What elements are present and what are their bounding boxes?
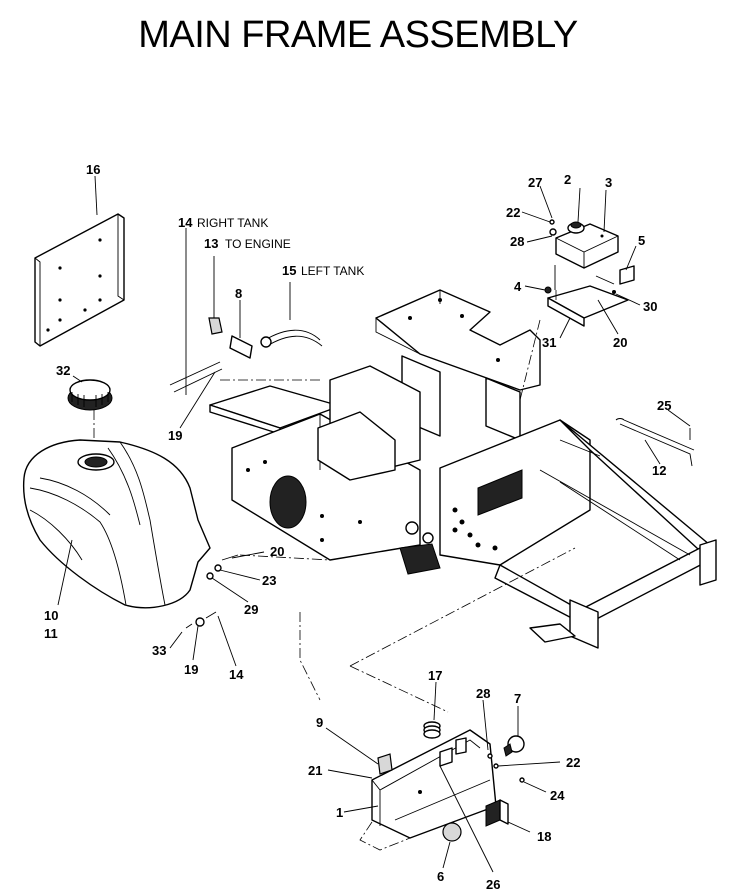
note-left-tank: LEFT TANK [301, 264, 364, 278]
callout-16: 16 [86, 162, 100, 177]
callout-2: 2 [564, 172, 571, 187]
callout-11: 11 [44, 626, 58, 641]
callout-29: 29 [244, 602, 258, 617]
fuel-cap-part-32 [67, 379, 113, 411]
switch-part-18 [485, 799, 509, 827]
callout-25: 25 [657, 398, 671, 413]
note-right-tank: RIGHT TANK [197, 216, 268, 230]
callout-14-bottom: 14 [229, 667, 244, 682]
callout-30: 30 [643, 299, 657, 314]
callout-10: 10 [44, 608, 58, 623]
knob-part-6 [442, 822, 462, 842]
callout-3: 3 [605, 175, 612, 190]
callout-8: 8 [235, 286, 242, 301]
rod-part-12 [615, 418, 695, 467]
callout-21: 21 [308, 763, 322, 778]
callout-22-top: 22 [506, 205, 520, 220]
tank-fittings [185, 554, 239, 629]
leader-lines [57, 175, 691, 873]
main-frame-chassis [209, 289, 717, 649]
callout-15: 15 [282, 263, 296, 278]
callout-33: 33 [152, 643, 166, 658]
callout-6: 6 [437, 869, 444, 884]
callout-23: 23 [262, 573, 276, 588]
callout-7: 7 [514, 691, 521, 706]
callout-27: 27 [528, 175, 542, 190]
callout-18: 18 [537, 829, 551, 844]
page-title: MAIN FRAME ASSEMBLY [138, 14, 578, 56]
small-hardware [487, 753, 525, 783]
spring-part-17 [423, 721, 441, 739]
callout-28-top: 28 [510, 234, 524, 249]
note-to-engine: TO ENGINE [225, 237, 291, 251]
callout-labels: 16 14 RIGHT TANK 13 TO ENGINE 15 LEFT TA… [44, 162, 671, 892]
reservoir-group-part-3 [549, 219, 619, 290]
bracket-part-31 [544, 265, 635, 327]
fuel-tank-part-10 [22, 439, 211, 609]
callout-20-top: 20 [613, 335, 627, 350]
callout-17: 17 [428, 668, 442, 683]
callout-31: 31 [542, 335, 556, 350]
knob-part-7 [503, 735, 525, 757]
callout-24: 24 [550, 788, 565, 803]
phantom-lines [93, 290, 576, 851]
callout-22-bottom: 22 [566, 755, 580, 770]
callout-32: 32 [56, 363, 70, 378]
callout-14-top: 14 [178, 215, 193, 230]
callout-26: 26 [486, 877, 500, 892]
side-panel-part-16 [34, 213, 125, 347]
callout-12: 12 [652, 463, 666, 478]
callout-28-bottom: 28 [476, 686, 490, 701]
fuel-lines [169, 232, 323, 395]
callout-19-bottom: 19 [184, 662, 198, 677]
callout-4: 4 [514, 279, 522, 294]
callout-9: 9 [316, 715, 323, 730]
callout-1: 1 [336, 805, 343, 820]
callout-20-left: 20 [270, 544, 284, 559]
callout-19-top: 19 [168, 428, 182, 443]
callout-5: 5 [638, 233, 645, 248]
control-panel-part-1 [371, 729, 497, 839]
callout-13: 13 [204, 236, 218, 251]
